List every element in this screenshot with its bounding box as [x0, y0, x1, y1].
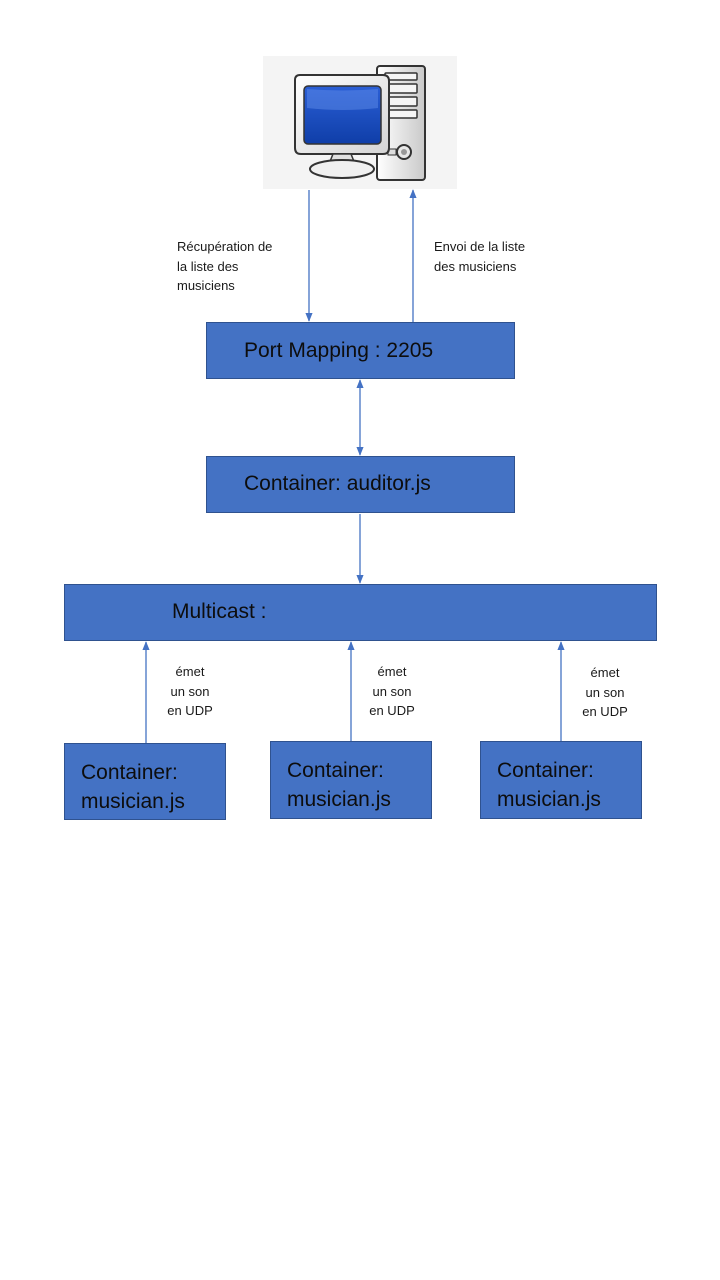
emit-label-3: émet un son en UDP: [582, 665, 628, 719]
auditor-container-label: Container: auditor.js: [244, 472, 431, 495]
multicast-box: Multicast :: [64, 584, 657, 641]
auditor-container-box: Container: auditor.js: [206, 456, 515, 513]
musician-container-label-1: Container: musician.js: [81, 761, 185, 813]
musician-container-box-3: Container: musician.js: [480, 741, 642, 819]
musician-container-label-3: Container: musician.js: [497, 759, 601, 811]
send-annotation: Envoi de la liste des musiciens: [434, 239, 526, 274]
computer-illustration: [263, 56, 457, 189]
port-mapping-label: Port Mapping : 2205: [244, 339, 434, 362]
emit-label-1: émet un son en UDP: [167, 664, 213, 718]
musician-container-label-2: Container: musician.js: [287, 759, 391, 811]
desktop-computer-icon: [294, 65, 426, 181]
emit-label-2: émet un son en UDP: [369, 664, 415, 718]
musician-container-box-1: Container: musician.js: [64, 743, 226, 820]
musician-container-box-2: Container: musician.js: [270, 741, 432, 819]
retrieval-annotation: Récupération de la liste des musiciens: [177, 239, 273, 293]
multicast-label: Multicast :: [172, 600, 267, 623]
port-mapping-box: Port Mapping : 2205: [206, 322, 515, 379]
